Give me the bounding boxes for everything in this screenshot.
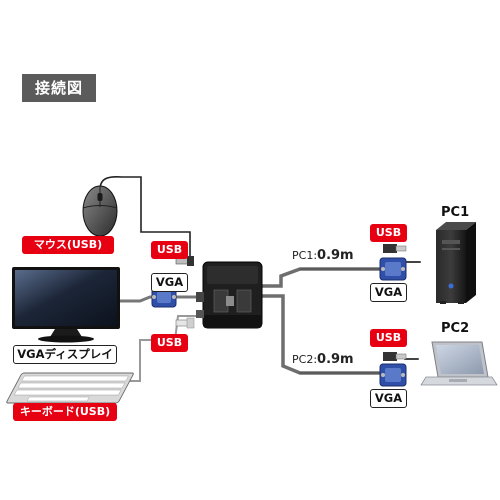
keyboard-label: キーボード(USB) (13, 403, 117, 421)
pc2-label: PC2 (441, 321, 470, 336)
mouse (82, 185, 118, 237)
usb-label-pc1: USB (370, 224, 407, 242)
pc1-cable-length: PC1:0.9m (291, 248, 355, 263)
kvm-switch (196, 261, 263, 329)
pc2-laptop (420, 341, 498, 386)
cables (99, 175, 421, 382)
vga-label-pc1: VGA (370, 283, 407, 302)
monitor-vga-cable (114, 295, 205, 303)
usb-label-pc2: USB (370, 329, 407, 347)
pc1-label: PC1 (441, 205, 470, 220)
pc2-cable-value: 0.9m (317, 352, 354, 367)
vga-label-monitor: VGA (151, 273, 188, 292)
pc1-tower (436, 222, 476, 304)
pc1-cable-prefix: PC1: (292, 249, 318, 262)
vga-connector-monitor (151, 286, 177, 308)
pc2-cable-prefix: PC2: (292, 353, 318, 366)
pc1-cable (260, 267, 385, 288)
vga-connector-pc1 (379, 257, 407, 281)
usb-plug-pc2 (383, 352, 407, 361)
vga-connector-pc2 (379, 363, 407, 387)
vga-label-pc2: VGA (370, 389, 407, 408)
usb-label-keyboard: USB (151, 334, 188, 352)
keyboard (6, 372, 134, 404)
diagram-title: 接続図 (22, 74, 96, 102)
vga-display-label: VGAディスプレイ (13, 345, 117, 364)
usb-label-mouse: USB (151, 241, 188, 259)
usb-plug-keyboard (175, 317, 195, 329)
monitor (12, 267, 120, 343)
usb-plug-pc1 (383, 244, 407, 253)
pc1-cable-value: 0.9m (317, 248, 354, 263)
mouse-cable (99, 175, 191, 262)
pc2-cable-length: PC2:0.9m (291, 352, 355, 367)
mouse-label: マウス(USB) (22, 236, 114, 254)
